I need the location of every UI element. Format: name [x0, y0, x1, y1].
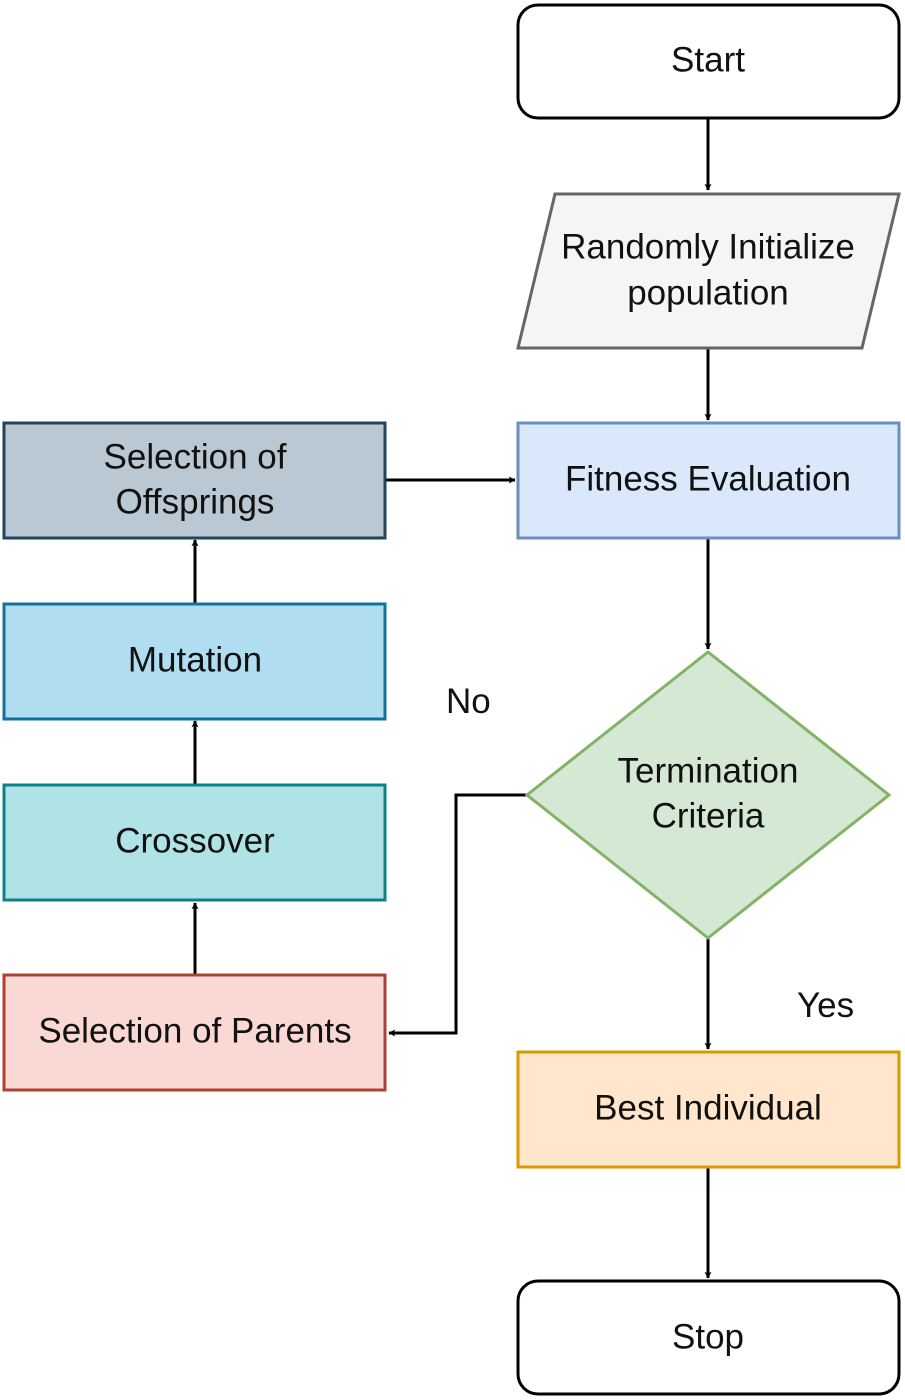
init-node: Randomly Initialize population [516, 192, 901, 350]
stop-node: Stop [516, 1279, 901, 1396]
offsprings-shape [2, 421, 387, 540]
termination-label-line1: Termination [618, 751, 799, 790]
init-label-line2: population [627, 273, 789, 312]
termination-node: Termination Criteria [524, 650, 892, 940]
init-label-line1: Randomly Initialize [561, 227, 855, 266]
stop-label: Stop [672, 1317, 744, 1356]
start-shape [516, 3, 901, 120]
fitness-label: Fitness Evaluation [565, 459, 851, 498]
edge-label-no: No [446, 682, 491, 721]
fitness-shape [516, 421, 901, 540]
init-shape [516, 192, 901, 350]
best-shape [516, 1050, 901, 1169]
offsprings-label-line1: Selection of [104, 437, 287, 476]
stop-shape [516, 1279, 901, 1396]
best-label: Best Individual [594, 1088, 822, 1127]
mutation-shape [2, 602, 387, 721]
offsprings-label-line2: Offsprings [116, 482, 275, 521]
mutation-node: Mutation [2, 602, 387, 721]
edge-label-yes: Yes [797, 986, 854, 1025]
parents-node: Selection of Parents [2, 973, 387, 1092]
start-node: Start [516, 3, 901, 120]
parents-label: Selection of Parents [38, 1011, 351, 1050]
termination-shape [524, 650, 892, 940]
termination-label-line2: Criteria [652, 796, 765, 835]
offsprings-node: Selection of Offsprings [2, 421, 387, 540]
start-label: Start [671, 40, 745, 79]
crossover-node: Crossover [2, 783, 387, 902]
fitness-node: Fitness Evaluation [516, 421, 901, 540]
parents-shape [2, 973, 387, 1092]
edge-termination-to-parents [388, 793, 527, 1037]
crossover-shape [2, 783, 387, 902]
mutation-label: Mutation [128, 640, 262, 679]
edges [191, 118, 712, 1279]
crossover-label: Crossover [115, 821, 275, 860]
best-node: Best Individual [516, 1050, 901, 1169]
